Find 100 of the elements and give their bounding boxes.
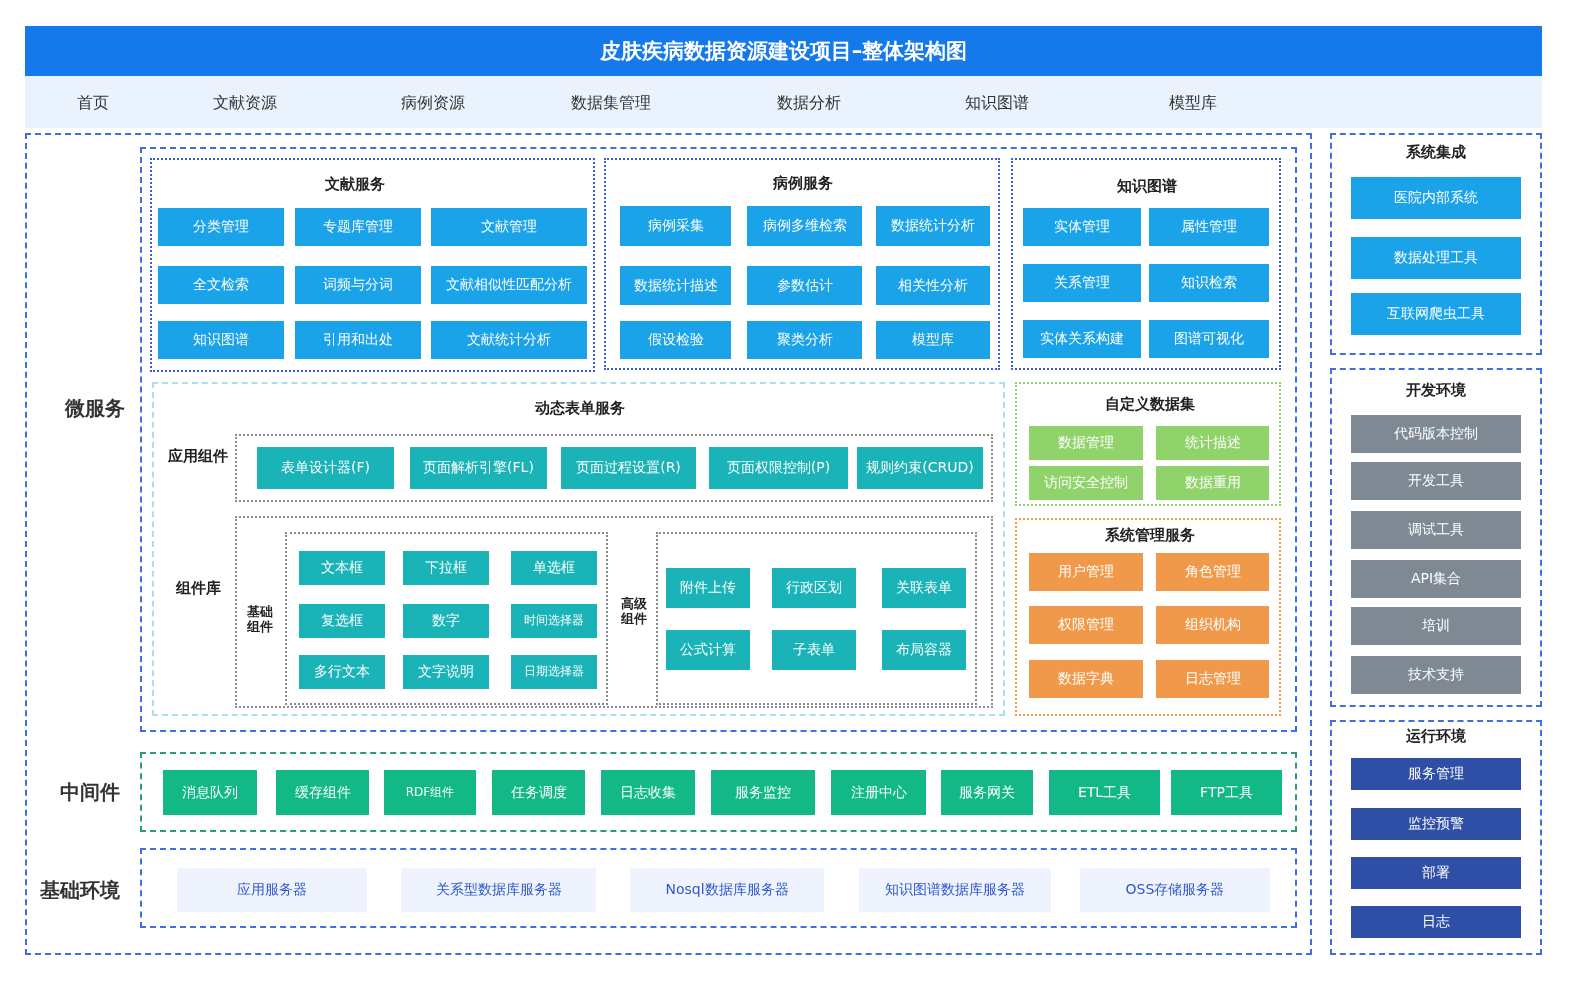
service-box: 聚类分析 [747,321,862,359]
service-box: 专题库管理 [295,208,421,246]
service-box: 数据管理 [1029,426,1143,460]
server-box: 知识图谱数据库服务器 [859,868,1051,912]
group-frame [1011,158,1281,370]
section-label: 中间件 [60,778,120,806]
group-title: 开发环境 [1406,380,1466,400]
tool-box: 代码版本控制 [1351,415,1521,453]
service-box: 文献统计分析 [431,321,587,359]
nav-item: 首页 [77,92,109,114]
service-box: RDF组件 [384,770,476,815]
group-frame [1330,133,1542,355]
group-title: 自定义数据集 [1105,394,1195,414]
service-box: 访问安全控制 [1029,466,1143,500]
service-box: 全文检索 [158,266,284,304]
service-box: 行政区划 [772,568,856,608]
service-box: 组织机构 [1156,606,1269,644]
service-box: 子表单 [772,630,856,670]
tool-box: 开发工具 [1351,462,1521,500]
group-title: 病例服务 [773,173,833,193]
service-box: 数字 [403,604,489,638]
runtime-box: 监控预警 [1351,808,1521,840]
group-frame [1015,518,1281,716]
group-title: 知识图谱 [1117,176,1177,196]
service-box: 页面过程设置(R) [561,447,696,489]
dashed-frame [140,752,1297,832]
service-box: 注册中心 [831,770,926,815]
service-box: 服务监控 [711,770,815,815]
service-box: 文献相似性匹配分析 [431,266,587,304]
service-box: 页面解析引擎(FL) [410,447,547,489]
group-title: 高级组件 [620,597,648,627]
service-box: 统计描述 [1156,426,1269,460]
service-box: 实体关系构建 [1023,320,1141,358]
group-title: 应用组件 [168,446,228,466]
runtime-box: 部署 [1351,857,1521,889]
service-box: 角色管理 [1156,553,1269,591]
service-box: 知识检索 [1149,264,1269,302]
service-box: 表单设计器(F) [257,447,394,489]
service-box: 缓存组件 [276,770,369,815]
group-frame [152,382,1005,716]
service-box: 多行文本 [299,655,385,689]
server-box: 关系型数据库服务器 [401,868,596,912]
service-box: 公式计算 [666,630,750,670]
nav-item: 知识图谱 [965,92,1029,114]
service-box: 分类管理 [158,208,284,246]
service-box: 数据统计分析 [876,206,990,246]
runtime-box: 服务管理 [1351,758,1521,790]
section-label: 基础环境 [40,876,120,904]
service-box: 服务网关 [941,770,1033,815]
service-box: 图谱可视化 [1149,320,1269,358]
service-box: 页面权限控制(P) [709,447,848,489]
service-box: 布局容器 [882,630,966,670]
runtime-box: 日志 [1351,906,1521,938]
group-frame [1015,382,1281,506]
service-box: 医院内部系统 [1351,177,1521,219]
service-box: FTP工具 [1171,770,1282,815]
service-box: 关系管理 [1023,264,1141,302]
service-box: 关联表单 [882,568,966,608]
service-box: 单选框 [511,551,597,585]
service-box: 日期选择器 [511,655,597,689]
nav-item: 病例资源 [401,92,465,114]
server-box: OSS存储服务器 [1080,868,1270,912]
nav-item: 模型库 [1169,92,1217,114]
service-box: 数据重用 [1156,466,1269,500]
dashed-frame [140,147,1297,732]
service-box: 属性管理 [1149,208,1269,246]
tool-box: 调试工具 [1351,511,1521,549]
section-label: 微服务 [65,394,125,422]
nav-item: 数据分析 [777,92,841,114]
group-title: 运行环境 [1406,726,1466,746]
dashed-frame [140,848,1297,928]
group-frame [1330,720,1542,955]
service-box: 知识图谱 [158,321,284,359]
nav-item: 文献资源 [213,92,277,114]
group-frame [150,158,595,372]
group-title: 系统管理服务 [1105,525,1195,545]
service-box: 消息队列 [163,770,257,815]
group-frame [25,133,1312,955]
service-box: 病例多维检索 [747,206,862,246]
tool-box: API集合 [1351,560,1521,598]
service-box: 病例采集 [620,206,731,246]
service-box: 文本框 [299,551,385,585]
server-box: Nosql数据库服务器 [630,868,824,912]
service-box: 时间选择器 [511,604,597,638]
service-box: 文字说明 [403,655,489,689]
service-box: 日志管理 [1156,660,1269,698]
service-box: ETL工具 [1049,770,1160,815]
group-title: 系统集成 [1406,142,1466,162]
nav-item: 数据集管理 [571,92,651,114]
group-title: 动态表单服务 [535,398,625,418]
service-box: 相关性分析 [876,266,990,305]
group-frame [1330,368,1542,707]
service-box: 词频与分词 [295,266,421,304]
group-title: 文献服务 [325,174,385,194]
service-box: 文献管理 [431,208,587,246]
service-box: 数据统计描述 [620,266,731,305]
service-box: 引用和出处 [295,321,421,359]
service-box: 权限管理 [1029,606,1143,644]
service-box: 数据处理工具 [1351,237,1521,279]
service-box: 假设检验 [620,321,731,359]
